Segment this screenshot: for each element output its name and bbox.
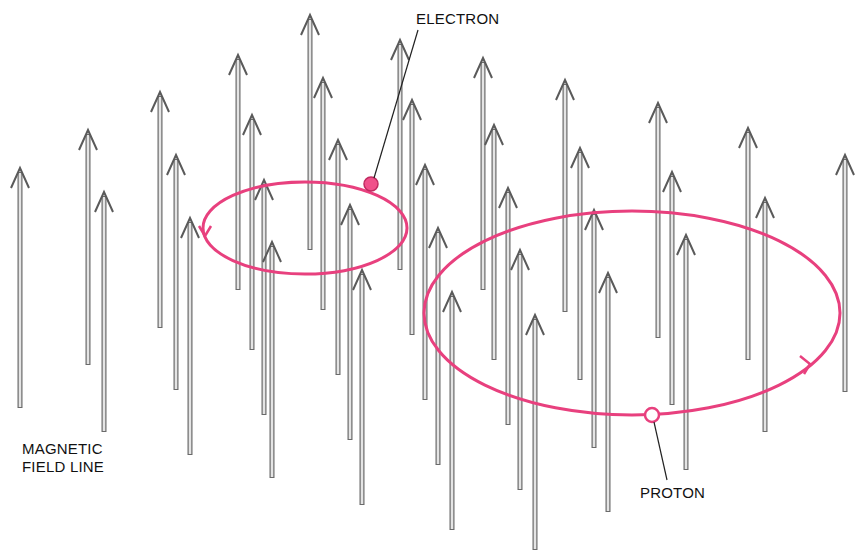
field-line-arrow <box>79 130 97 365</box>
field-line-arrow <box>556 80 574 312</box>
field-line-arrow <box>11 168 29 408</box>
proton-orbit <box>424 211 840 422</box>
field-line-arrow <box>341 205 359 440</box>
field-line-arrow <box>663 172 681 405</box>
field-line-arrow <box>167 155 185 390</box>
field-line-arrow <box>677 235 695 470</box>
field-line-arrow <box>485 125 503 360</box>
field-line-arrow <box>95 192 113 432</box>
field-line-arrow <box>151 92 169 328</box>
field-line-arrow <box>263 242 281 478</box>
field-line-arrow <box>353 270 371 505</box>
field-line-arrow <box>511 250 529 490</box>
field-line-arrow <box>599 273 617 512</box>
field-line-arrow <box>526 315 544 550</box>
field-line-arrow <box>416 165 434 400</box>
field-line-arrow <box>443 292 461 530</box>
field-line-arrow <box>649 103 667 338</box>
leader-lines <box>374 30 667 480</box>
field-line-arrow <box>571 148 589 380</box>
field-line-arrow <box>229 55 247 290</box>
particle-label: PROTON <box>640 484 705 502</box>
field-line-arrow <box>181 218 199 455</box>
field-line-label: MAGNETIC FIELD LINE <box>22 440 132 476</box>
field-line-arrow <box>739 128 757 360</box>
field-line-arrow <box>329 140 347 375</box>
field-line-arrow <box>499 188 517 425</box>
field-line-arrow <box>836 155 854 392</box>
field-lines <box>11 15 854 550</box>
field-line-arrow <box>474 58 492 290</box>
field-line-arrow <box>301 15 319 250</box>
particle-label: ELECTRON <box>416 10 499 28</box>
electron-orbit <box>199 177 407 274</box>
field-line-arrow <box>429 228 447 465</box>
field-line-arrow <box>243 115 261 350</box>
